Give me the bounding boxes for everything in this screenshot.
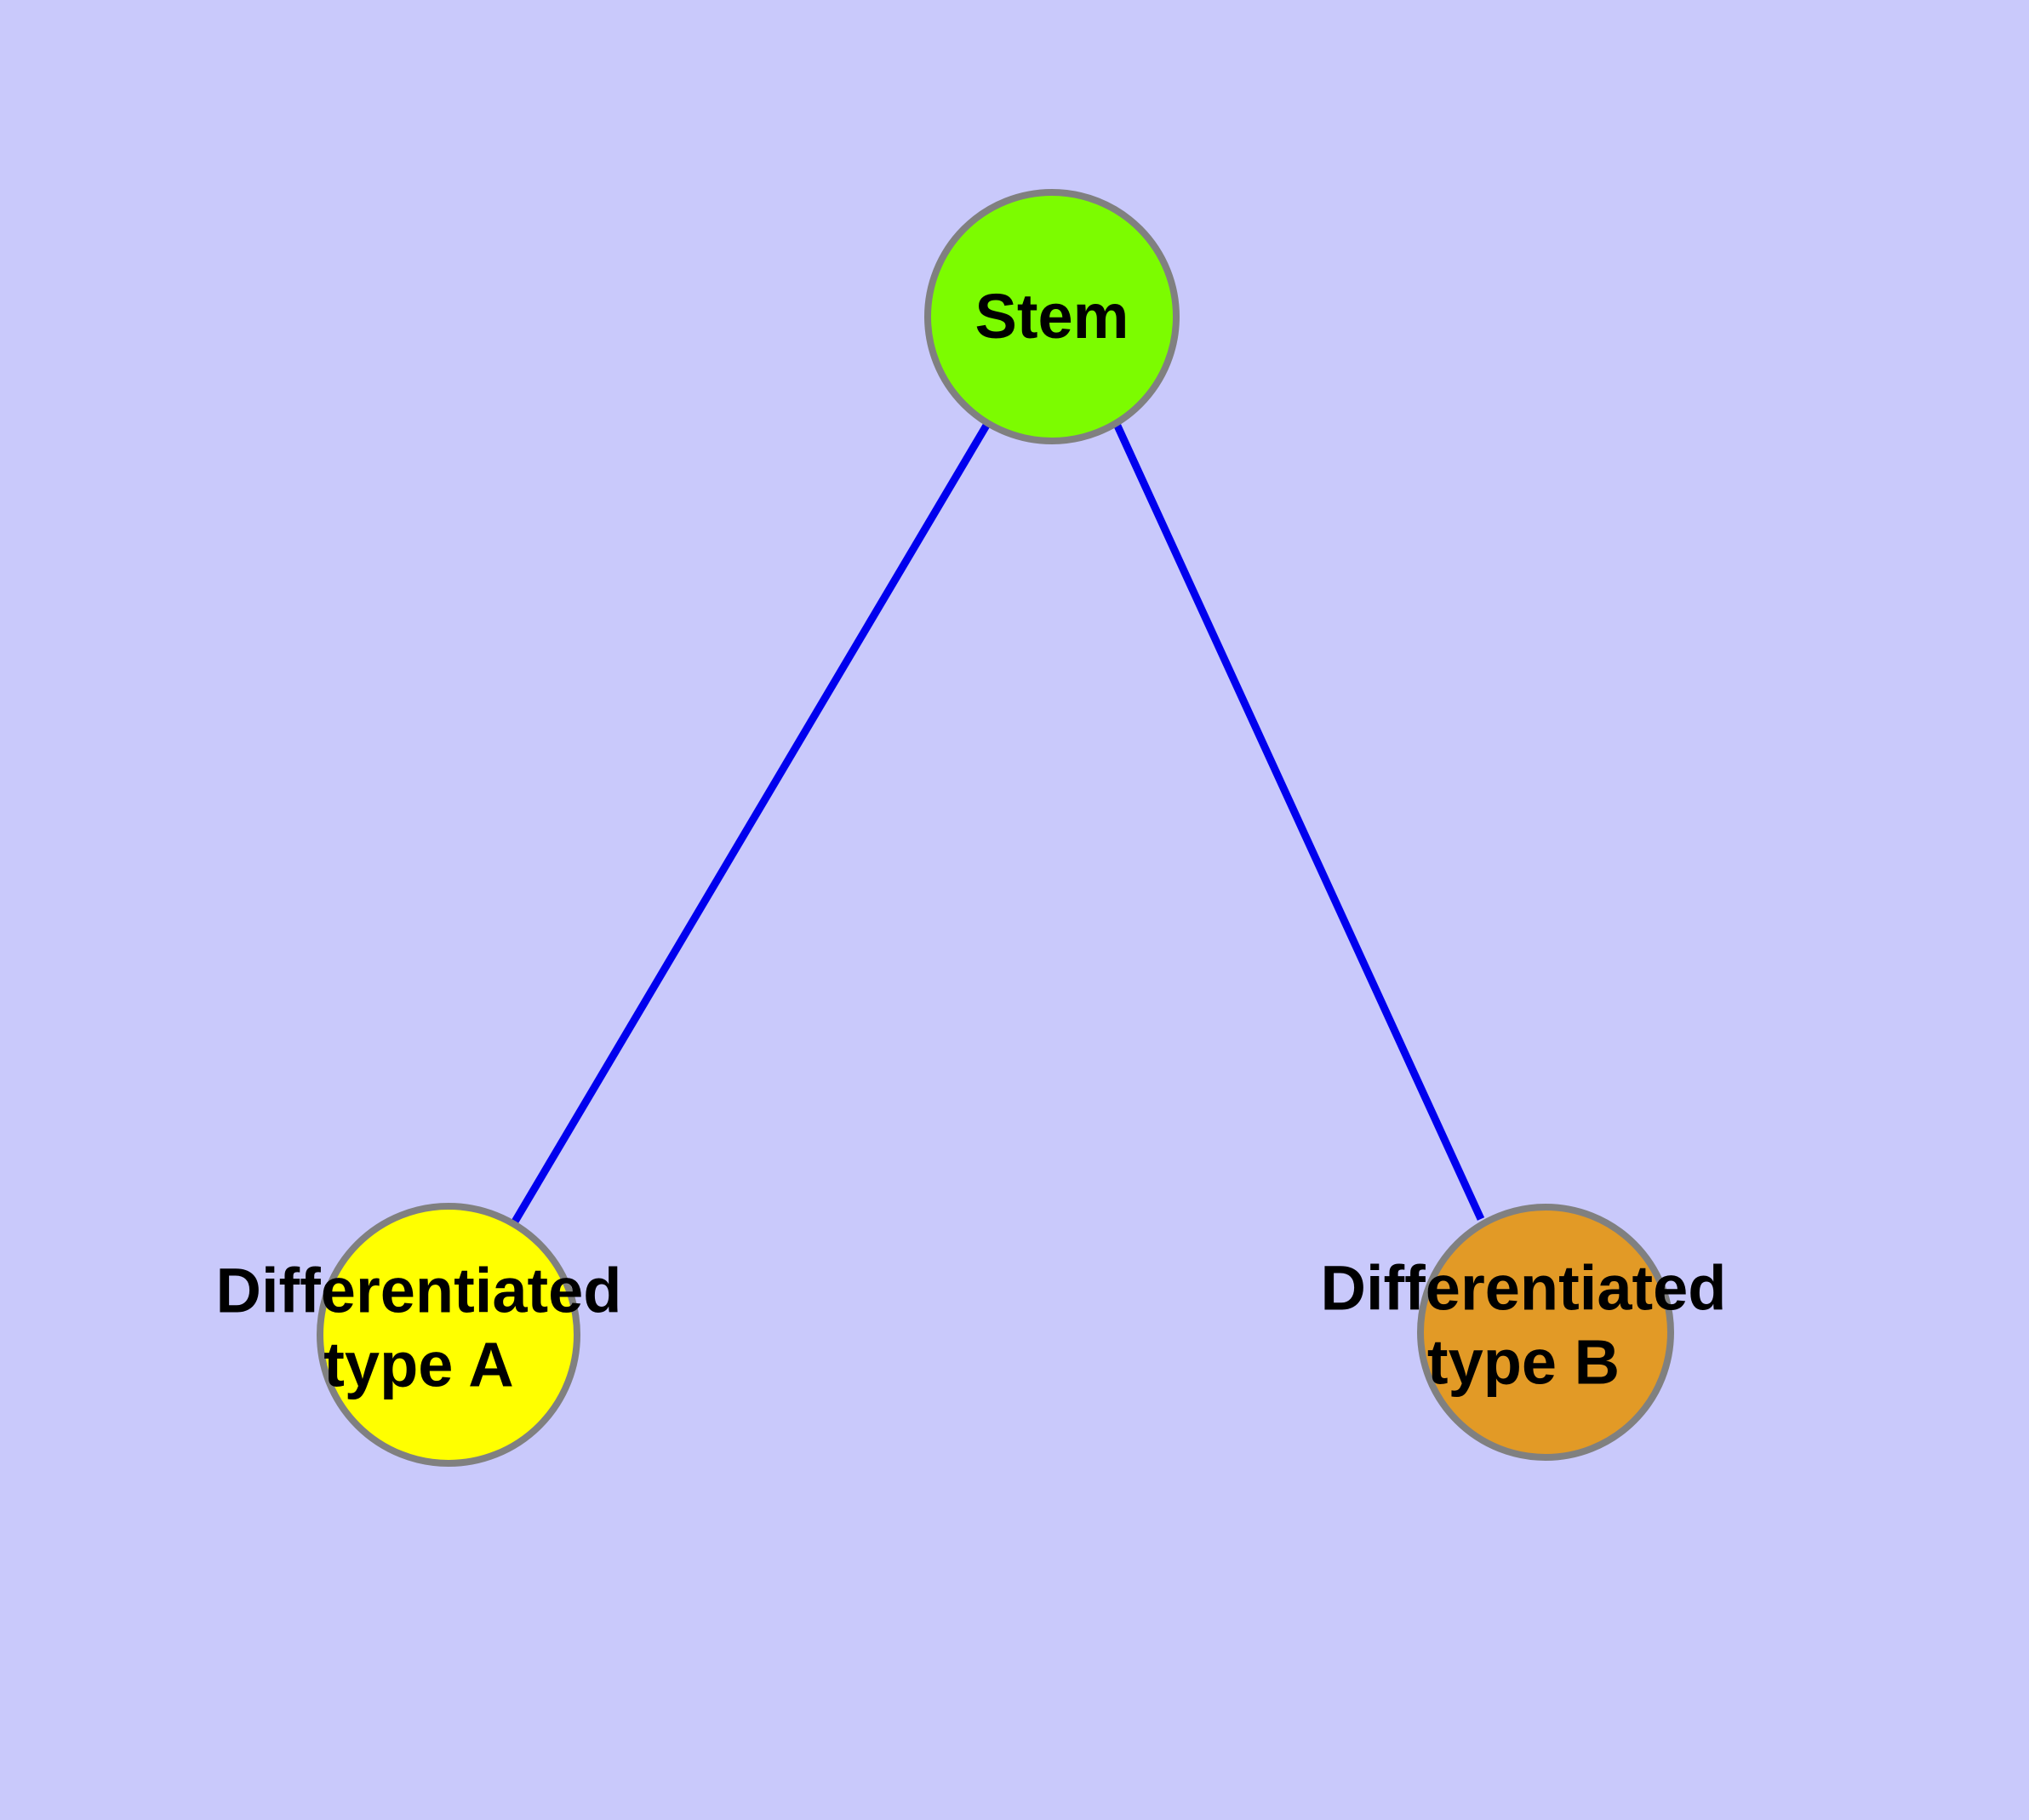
- nodes-layer: [317, 189, 1674, 1467]
- node-diff-b[interactable]: [1417, 1204, 1674, 1461]
- node-label-stem: Stem: [975, 281, 1129, 352]
- edge-stem-to-diff-a[interactable]: [512, 421, 991, 1224]
- node-label-line: type B: [1427, 1326, 1620, 1397]
- edges-layer: [512, 421, 1485, 1224]
- edge-stem-to-diff-b[interactable]: [1112, 422, 1485, 1221]
- node-diff-a[interactable]: [317, 1203, 580, 1467]
- node-label-line: Differentiated: [216, 1255, 622, 1325]
- node-stem[interactable]: [924, 189, 1180, 444]
- node-label-line: Differentiated: [1321, 1252, 1727, 1323]
- node-label-line: type A: [323, 1329, 513, 1399]
- node-label-line: Stem: [975, 281, 1129, 352]
